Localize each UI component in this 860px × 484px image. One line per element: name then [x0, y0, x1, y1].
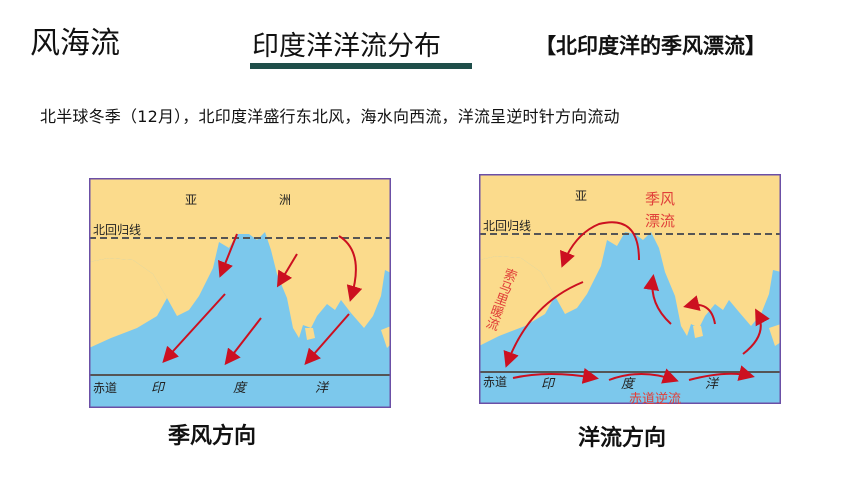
ocean-label-3: 洋	[315, 381, 330, 396]
sri-lanka	[693, 326, 703, 338]
slide-title: 印度洋洋流分布	[252, 31, 441, 62]
asia-label-2: 洲	[279, 193, 291, 207]
arabian-peninsula	[479, 256, 555, 346]
current-arrow	[560, 221, 640, 268]
ocean-label-3: 洋	[705, 377, 720, 392]
current-arrow	[688, 365, 755, 381]
tropic-label: 北回归线	[93, 223, 141, 237]
left-map-caption: 季风方向	[168, 424, 257, 449]
monsoon-arrow	[224, 317, 262, 366]
right-map-caption: 洋流方向	[578, 426, 667, 451]
current-arrow	[608, 368, 679, 384]
ocean-label-1: 印	[151, 381, 166, 396]
land-mass	[479, 174, 781, 336]
equatorial-counter-label: 赤道逆流	[629, 391, 681, 404]
monsoon-arrow	[218, 233, 238, 278]
land-mass	[89, 178, 391, 338]
monsoon-drift-label-2: 漂流	[645, 212, 675, 230]
current-arrow	[683, 295, 716, 325]
tropic-label: 北回归线	[483, 219, 531, 233]
asia-label-1: 亚	[185, 193, 197, 207]
sri-lanka	[305, 328, 315, 340]
equator-label: 赤道	[93, 381, 117, 395]
asia-label: 亚	[575, 189, 587, 203]
monsoon-arrow	[162, 293, 226, 363]
ocean-label-2: 度	[233, 381, 248, 396]
sumatra	[381, 326, 391, 348]
title-underline	[250, 63, 472, 69]
current-arrow	[503, 281, 584, 368]
equator-label: 赤道	[483, 375, 507, 389]
current-arrow	[742, 308, 770, 355]
current-arrow	[643, 274, 672, 325]
ocean-label-2: 度	[621, 377, 636, 392]
ocean-label-1: 印	[541, 377, 556, 392]
monsoon-drift-label-1: 季风	[645, 190, 675, 208]
current-arrow	[512, 368, 599, 384]
monsoon-arrow	[276, 253, 298, 288]
topic-heading: 【北印度洋的季风漂流】	[535, 34, 766, 58]
description-text: 北半球冬季（12月），北印度洋盛行东北风，海水向西流，洋流呈逆时针方向流动	[40, 107, 620, 126]
sumatra	[769, 324, 781, 346]
monsoon-direction-map: 亚 洲 北回归线 赤道 印 度 洋	[89, 178, 391, 408]
current-direction-map: 亚 北回归线 赤道 印 度 洋 季风 漂流 赤道逆流 索马里暖流	[479, 174, 781, 404]
monsoon-arrow	[338, 235, 363, 302]
arabian-peninsula	[89, 258, 167, 348]
section-title: 风海流	[30, 26, 120, 61]
monsoon-arrow	[304, 313, 350, 366]
